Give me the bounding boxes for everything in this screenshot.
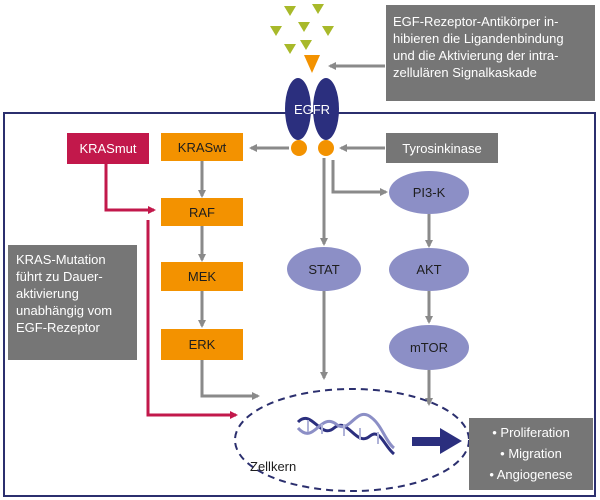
dna-icon <box>296 413 396 456</box>
tyrosine-kinase-label: Tyrosinkinase <box>386 133 498 163</box>
nucleus-label: Zellkern <box>250 459 297 474</box>
ligand-icon <box>284 6 296 16</box>
outcome-item: • Angiogenese <box>489 467 573 482</box>
akt-node: AKT <box>389 248 469 291</box>
kras-mutation-note: KRAS-Mutation führt zu Dauer- aktivierun… <box>8 245 137 360</box>
antibody-icon <box>304 55 320 73</box>
egfr-receptor-icon <box>313 78 339 140</box>
outcome-item: • Proliferation <box>492 425 570 440</box>
ligand-icon <box>312 4 324 14</box>
ligand-icon <box>298 22 310 32</box>
kras-mut-node: KRASmut <box>67 133 149 164</box>
mtor-node: mTOR <box>389 325 469 370</box>
ligand-icon <box>300 40 312 50</box>
ligand-icon <box>270 26 282 36</box>
kras-wt-node: KRASwt <box>161 133 243 161</box>
outcome-item: • Migration <box>500 446 562 461</box>
ligand-icon <box>322 26 334 36</box>
stat-node: STAT <box>287 247 361 291</box>
mek-node: MEK <box>161 262 243 291</box>
erk-node: ERK <box>161 329 243 360</box>
kinase-domain-icon <box>318 140 334 156</box>
raf-node: RAF <box>161 198 243 226</box>
egfr-label: EGFR <box>293 102 331 117</box>
ligand-icon <box>284 44 296 54</box>
antibody-note: EGF-Rezeptor-Antikörper in- hibieren die… <box>386 5 595 101</box>
outcomes-box: • Proliferation • Migration • Angiogenes… <box>469 418 593 490</box>
pi3k-node: PI3-K <box>389 171 469 214</box>
kinase-domain-icon <box>291 140 307 156</box>
egfr-receptor-icon <box>285 78 311 140</box>
